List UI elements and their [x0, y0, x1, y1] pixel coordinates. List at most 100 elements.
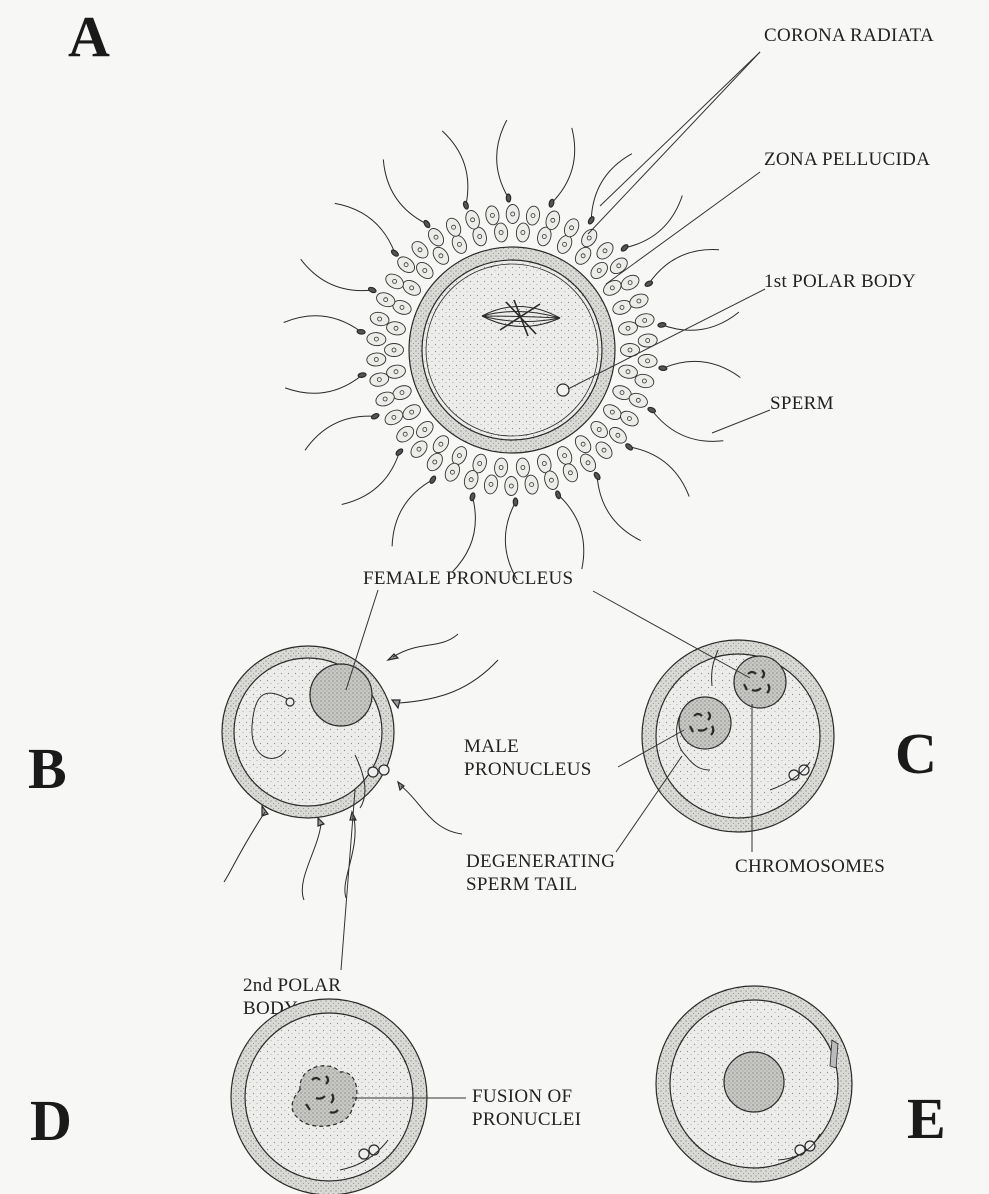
sperm-head: [647, 406, 656, 413]
corona-cell: [594, 239, 616, 262]
sperm-head: [513, 498, 518, 506]
sperm-tail: [342, 452, 400, 504]
sperm-tail: [649, 250, 719, 284]
sperm-tail: [663, 361, 740, 377]
sperm-head: [548, 199, 554, 208]
second-polar-body-b2: [379, 765, 389, 775]
sperm-tail: [335, 203, 395, 253]
sperm-tail: [452, 497, 475, 572]
corona-cell: [607, 255, 630, 277]
corona-cell: [395, 254, 418, 276]
female-pronucleus-c: [734, 656, 786, 708]
second-polar-body-b1: [368, 767, 378, 777]
corona-cell: [516, 222, 531, 242]
corona-cell: [424, 450, 445, 473]
sperm-head: [555, 490, 562, 499]
sperm-head: [395, 448, 404, 457]
corona-cell: [409, 238, 431, 261]
sperm-head: [357, 329, 365, 334]
sperm-tail: [392, 480, 433, 547]
corona-cell: [606, 424, 629, 446]
sperm-tail: [662, 312, 739, 330]
sperm-head: [368, 286, 377, 293]
first-polar-body: [557, 384, 569, 396]
sperm-head: [625, 443, 634, 451]
sperm-head: [390, 249, 399, 257]
sperm-tail: [597, 476, 641, 541]
sperm-head: [658, 322, 667, 328]
corona-cell: [430, 244, 452, 267]
sperm-head: [593, 471, 601, 480]
corona-cell: [485, 205, 501, 226]
corona-cell: [506, 204, 519, 223]
sperm-tail: [305, 416, 375, 450]
corona-cell: [601, 277, 624, 298]
corona-cell: [408, 438, 430, 461]
corona-cell: [382, 407, 405, 428]
corona-cell: [619, 272, 642, 293]
sperm-head: [371, 413, 380, 420]
sperm-tail: [591, 154, 632, 221]
corona-cell: [425, 226, 446, 249]
corona-cell: [413, 418, 436, 440]
sperm-head: [620, 244, 629, 253]
sperm-tail: [625, 196, 683, 248]
corona-cell: [560, 461, 580, 484]
panel-e-oocyte: [656, 986, 852, 1182]
sperm-tail: [383, 159, 427, 224]
corona-cell: [383, 271, 406, 292]
corona-cell: [601, 402, 624, 423]
leader-second-polar-body: [341, 790, 355, 970]
corona-cell: [400, 402, 423, 423]
corona-cell: [578, 226, 599, 249]
sperm-tail: [552, 128, 575, 203]
sperm-tail: [497, 120, 509, 198]
cytoplasm-a: [422, 260, 602, 440]
sperm-tail: [558, 495, 584, 569]
sperm-tail: [505, 502, 517, 580]
panel-a-oocyte: [284, 120, 741, 580]
zygote-nucleus-e: [724, 1052, 784, 1112]
sperm-tail: [442, 131, 468, 205]
corona-cell: [449, 233, 469, 256]
corona-cell: [366, 332, 386, 346]
corona-cell: [444, 216, 464, 239]
corona-cell: [638, 354, 658, 368]
corona-cell: [366, 352, 386, 366]
sperm-head: [463, 201, 470, 210]
corona-cell: [588, 259, 611, 281]
corona-cell: [577, 451, 598, 474]
sperm-tail: [301, 259, 373, 290]
sperm-tail: [652, 410, 724, 441]
sperm-head: [659, 366, 667, 371]
female-pronucleus-b: [310, 664, 372, 726]
sperm-head: [587, 216, 595, 225]
corona-cell: [572, 244, 594, 267]
corona-cell: [572, 433, 594, 456]
corona-cell: [516, 457, 531, 477]
sperm-head: [429, 475, 437, 484]
corona-cell: [494, 457, 509, 477]
sperm-head: [469, 492, 475, 501]
corona-cell: [525, 205, 541, 226]
corona-cell: [413, 259, 436, 281]
panel-c-oocyte: [642, 640, 834, 832]
corona-cell: [505, 476, 518, 495]
corona-cell: [394, 423, 417, 445]
sperm-head: [506, 194, 511, 202]
sperm-head: [644, 280, 653, 287]
corona-cell: [430, 433, 452, 456]
corona-cell: [400, 277, 423, 298]
corona-cell: [385, 344, 404, 357]
corona-cell: [555, 444, 575, 467]
corona-cell: [618, 408, 641, 429]
corona-cell: [524, 474, 540, 495]
panel-b-oocyte: [222, 634, 498, 900]
sperm-tail: [284, 316, 361, 332]
sperm-head: [423, 219, 431, 228]
sperm-head: [358, 372, 367, 378]
corona-cell: [593, 439, 615, 462]
sperm-tail: [285, 375, 362, 393]
sperm-tail: [629, 447, 689, 497]
